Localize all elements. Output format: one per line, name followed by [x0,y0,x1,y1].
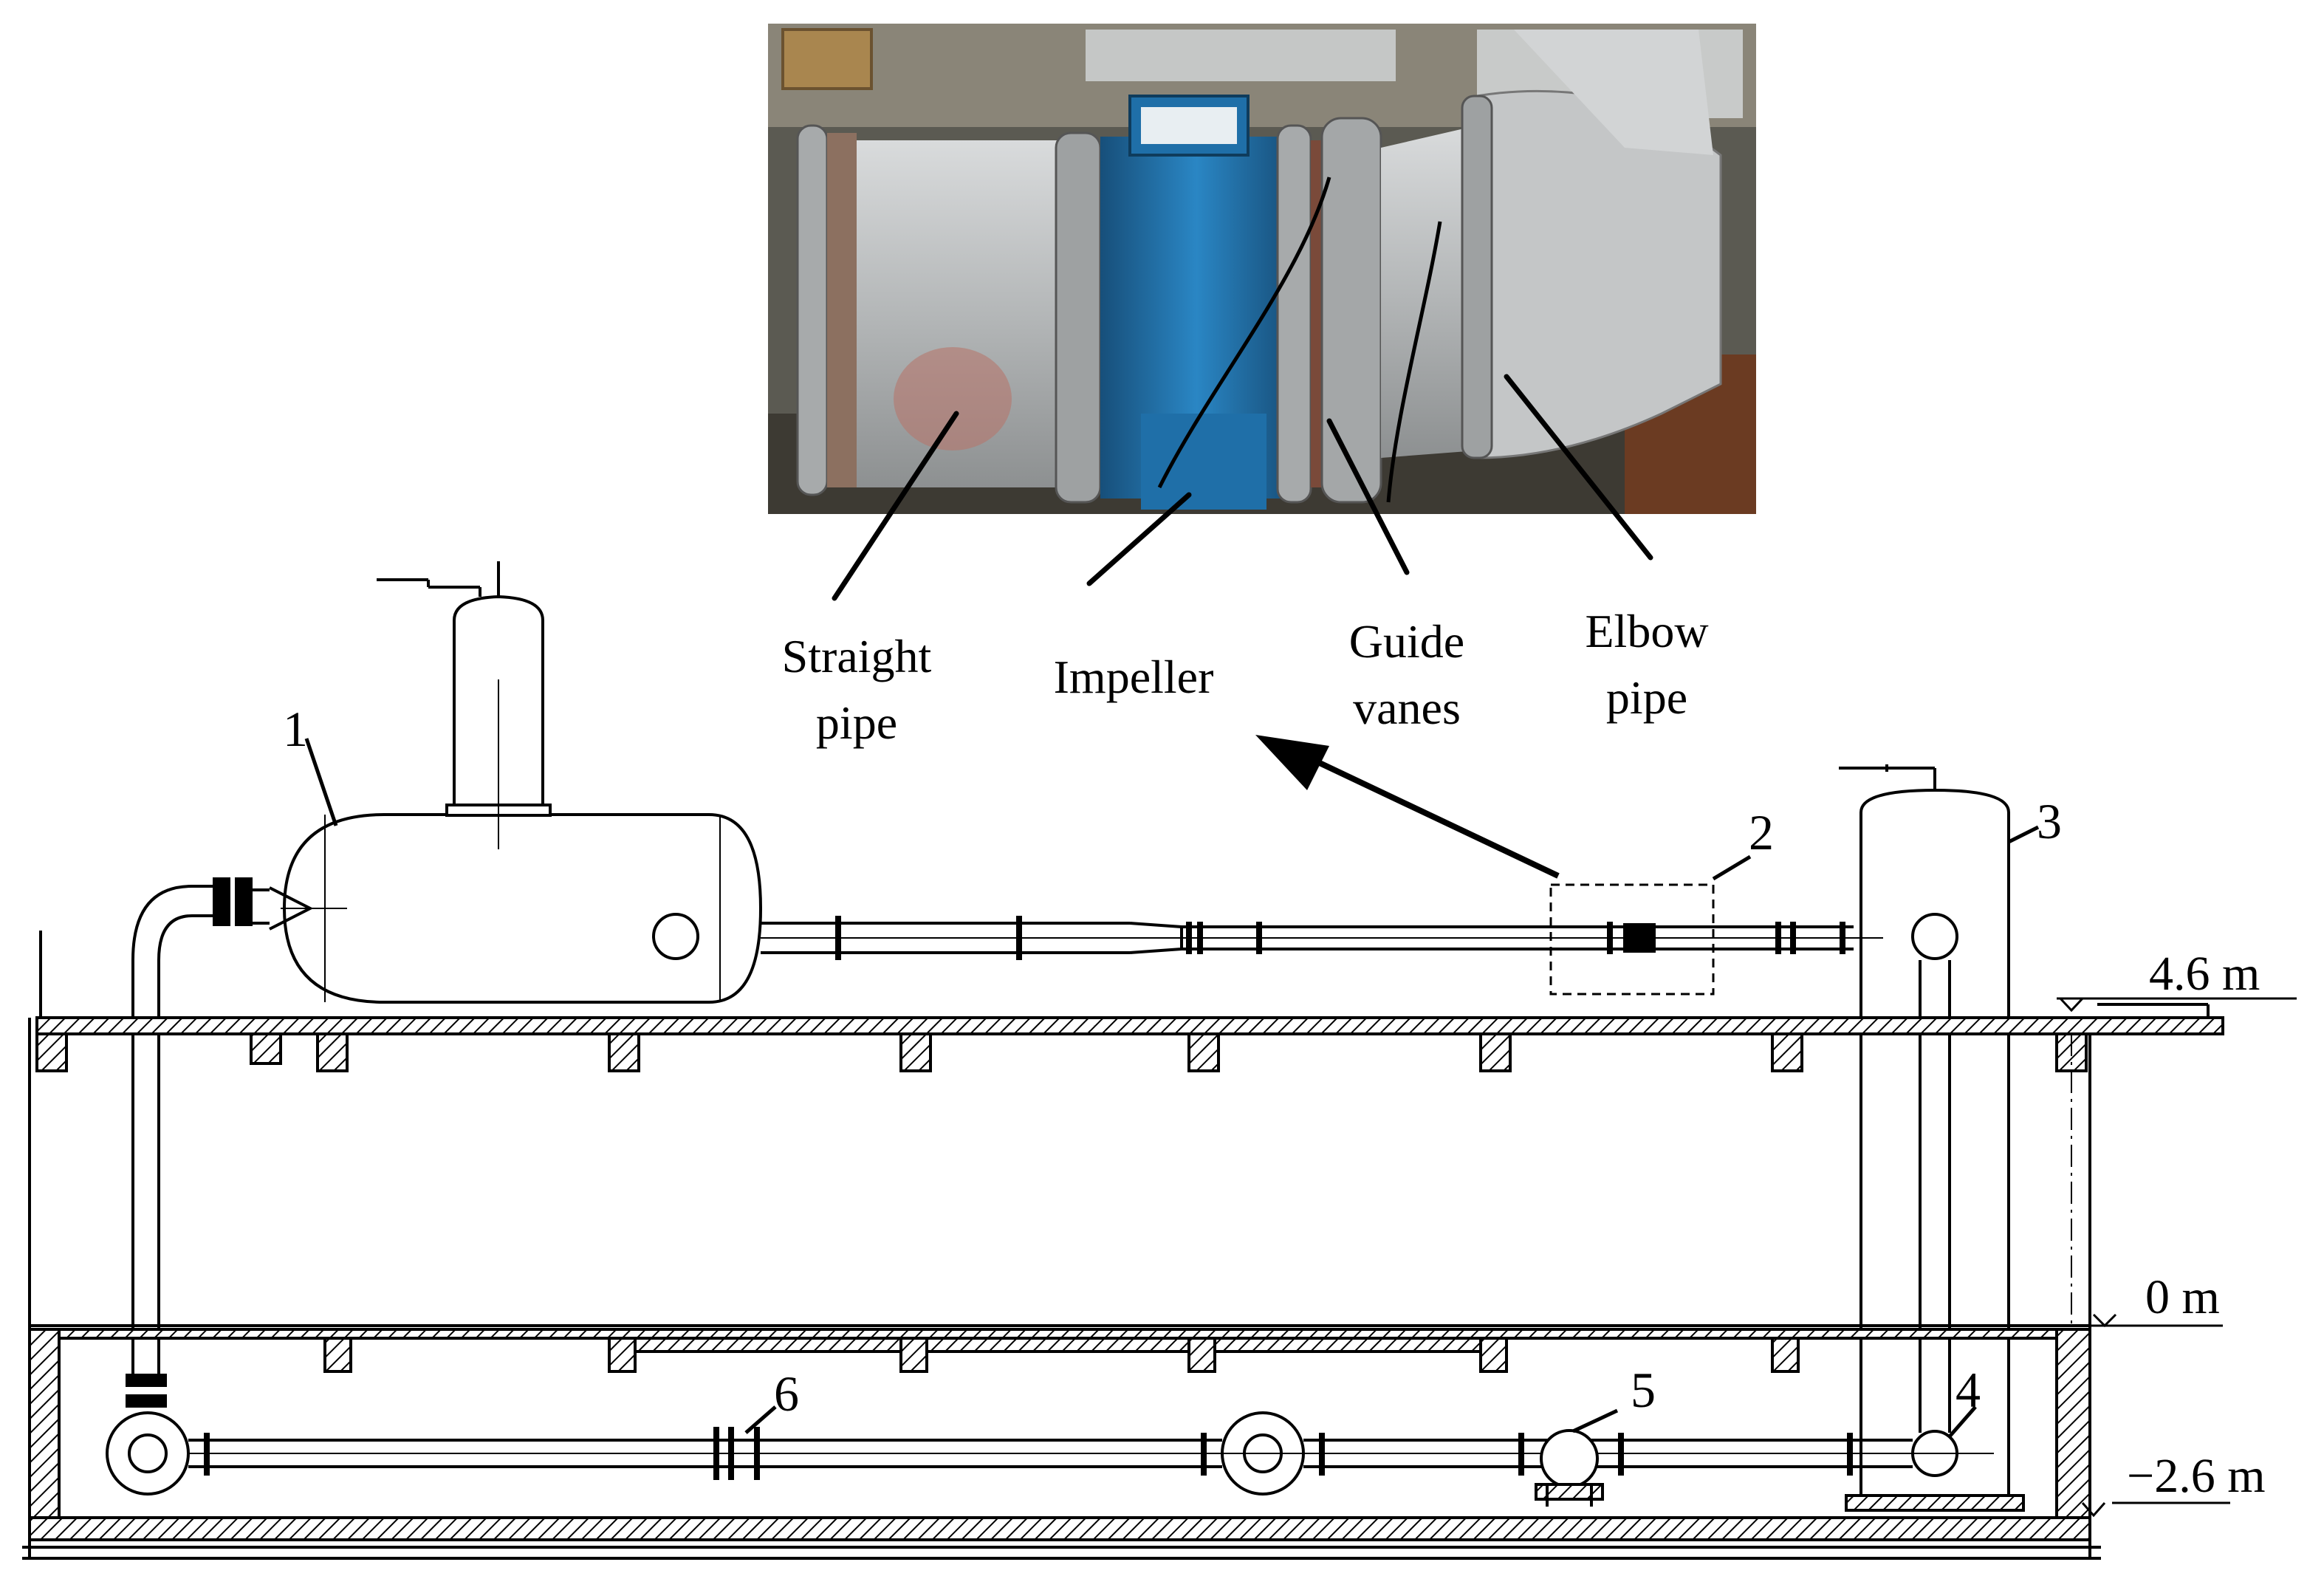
level-labels: 4.6 m 0 m −2.6 m [2127,947,2266,1503]
tank-1 [269,561,763,1004]
label-elbow-pipe-1: Elbow [1585,605,1708,657]
component-number-6: 6 [774,1366,799,1422]
bottom-slab [22,1516,2101,1560]
straight-pipe-photo [796,124,1102,504]
lower-pipe [106,1411,1994,1507]
upper-pipe [761,883,1883,996]
level-markers [2057,997,2297,1518]
impeller-photo [1100,95,1312,510]
label-impeller: Impeller [1054,651,1214,703]
left-riser-pipe [126,877,270,1408]
component-number-5: 5 [1631,1362,1656,1418]
photo-labels: Straight pipe Impeller Guide vanes Elbow… [782,605,1709,749]
level-label-upper: 4.6 m [2149,947,2260,1001]
component-number-3: 3 [2037,793,2062,849]
elbow-pipe-photo [1381,30,1722,459]
label-elbow-pipe-2: pipe [1606,671,1687,724]
photo-leader-lines [832,374,1653,601]
component-number-2: 2 [1749,804,1774,860]
middle-slab [28,1324,2091,1523]
component-number-1: 1 [283,701,308,757]
level-label-zero: 0 m [2145,1270,2220,1324]
tank-3 [1839,764,2025,1512]
component-numbers: 1 2 3 4 5 6 [283,701,2062,1422]
schematic [22,561,2297,1560]
level-label-lower: −2.6 m [2127,1449,2266,1503]
label-straight-pipe-2: pipe [816,696,897,749]
label-guide-vanes-1: Guide [1349,615,1464,668]
component-number-4: 4 [1955,1362,1981,1418]
label-guide-vanes-2: vanes [1353,682,1461,734]
callout-arrow [1255,735,1560,879]
upper-deck [35,931,2224,1072]
label-straight-pipe-1: Straight [782,630,932,682]
guide-vanes-photo [1311,117,1382,504]
test-section-photo [768,24,1756,601]
